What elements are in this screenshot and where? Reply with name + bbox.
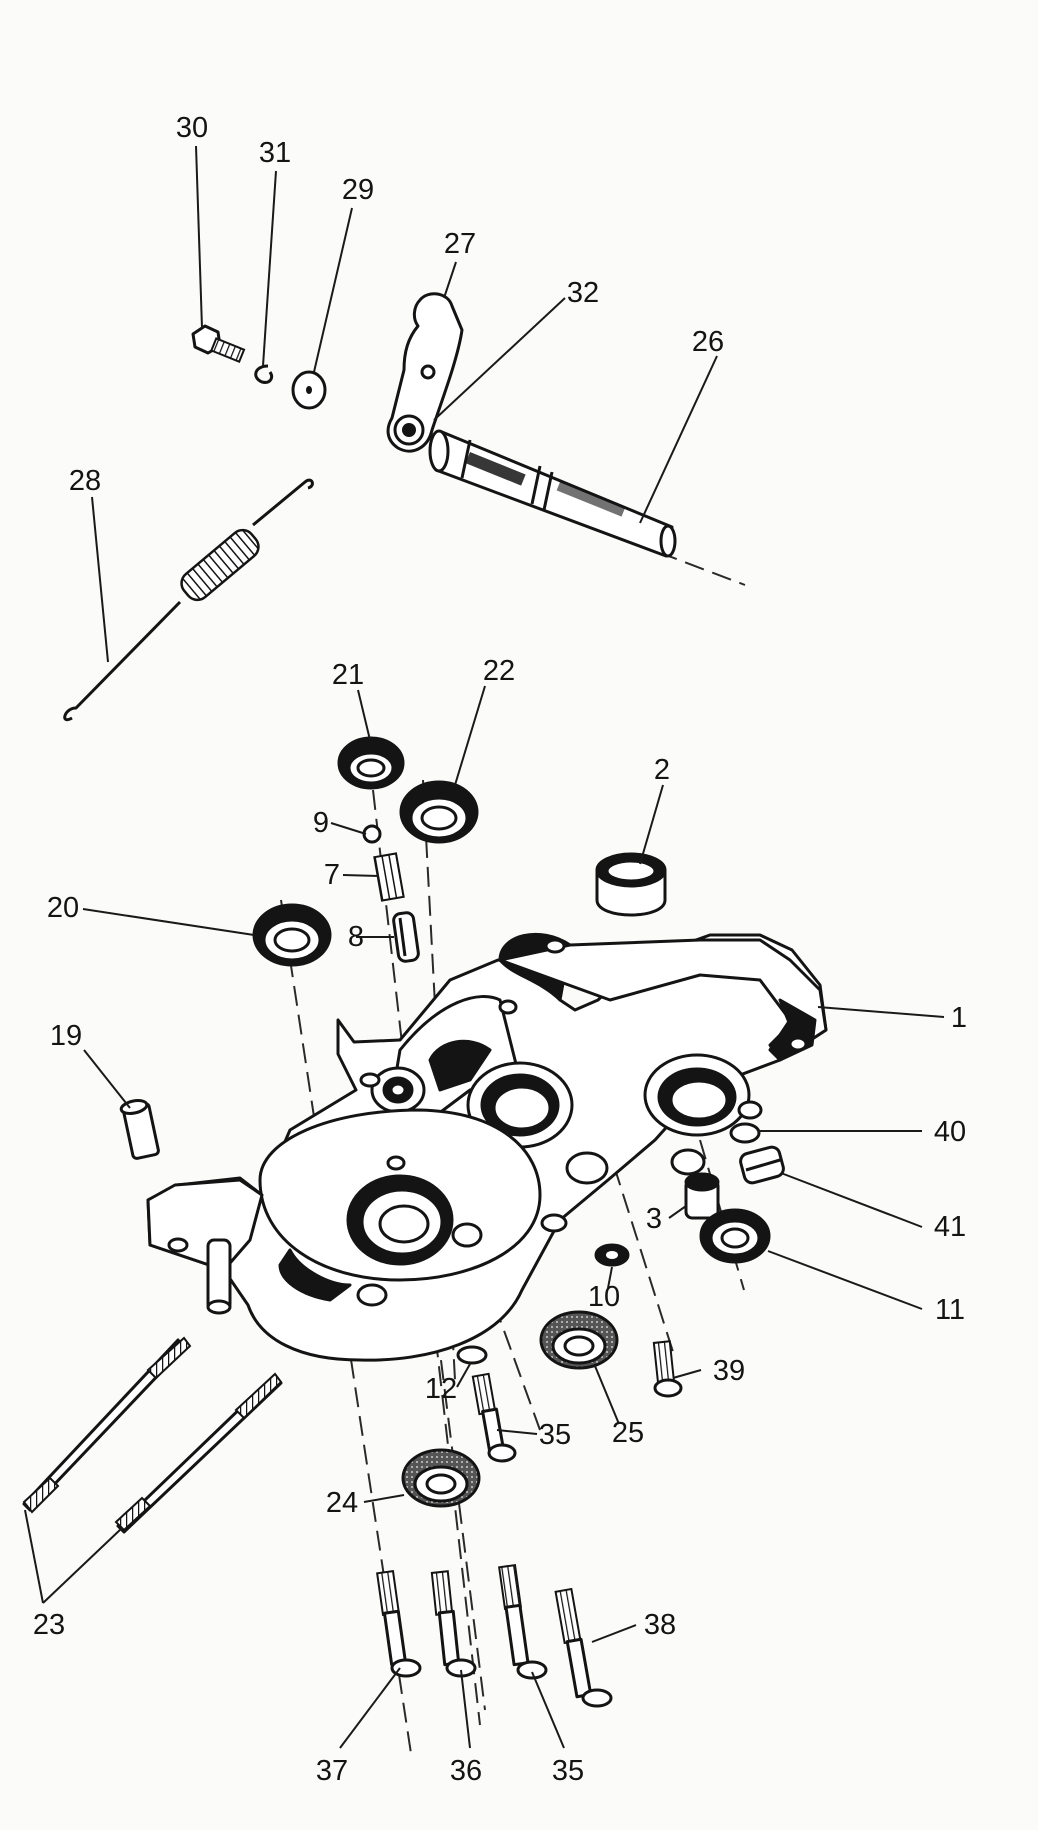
bush-part-2 [595, 852, 667, 917]
label-36: 36 [450, 1755, 482, 1787]
label-31: 31 [259, 137, 291, 169]
plunger-part-8 [392, 911, 420, 963]
label-9: 9 [313, 807, 329, 839]
bolt-part-38 [554, 1587, 613, 1708]
label-35-lower: 35 [552, 1755, 584, 1787]
label-40: 40 [934, 1116, 966, 1148]
label-12: 12 [425, 1373, 457, 1405]
bolt-part-37 [376, 1569, 422, 1678]
label-26: 26 [692, 326, 724, 358]
label-2: 2 [654, 754, 670, 786]
label-22: 22 [483, 655, 515, 687]
leader-lines [24, 145, 945, 1749]
label-32: 32 [567, 277, 599, 309]
bolt-part-35-upper [471, 1372, 517, 1463]
label-27: 27 [444, 228, 476, 260]
bolt-part-35-lower [498, 1563, 548, 1680]
label-41: 41 [934, 1211, 966, 1243]
label-10: 10 [588, 1281, 620, 1313]
label-28: 28 [69, 465, 101, 497]
seal-part-10 [594, 1243, 630, 1267]
bearing-part-20 [252, 903, 332, 967]
bearing-part-21 [337, 736, 405, 790]
bolt-part-36 [430, 1570, 477, 1678]
bearing-part-22 [399, 780, 479, 844]
pin-part-19 [119, 1099, 160, 1160]
label-1: 1 [951, 1002, 967, 1034]
seal-part-24 [401, 1448, 481, 1508]
washer-part-40 [729, 1122, 761, 1144]
label-38: 38 [644, 1609, 676, 1641]
label-35-upper: 35 [539, 1419, 571, 1451]
washer-part-12 [456, 1345, 488, 1365]
screw-part-41 [739, 1145, 785, 1185]
label-29: 29 [342, 174, 374, 206]
circlip-part-31 [254, 364, 274, 384]
label-37: 37 [316, 1755, 348, 1787]
label-25: 25 [612, 1417, 644, 1449]
label-30: 30 [176, 112, 208, 144]
label-11: 11 [935, 1294, 965, 1326]
dowel-part-3 [684, 1172, 720, 1220]
lever-part-27 [386, 292, 464, 453]
seal-part-25 [539, 1310, 619, 1370]
label-19: 19 [50, 1020, 82, 1052]
label-23: 23 [33, 1609, 65, 1641]
part-labels: 30 31 29 27 32 26 28 21 22 2 9 7 20 8 1 … [33, 112, 967, 1787]
label-8: 8 [348, 921, 364, 953]
ball-part-9 [362, 824, 382, 844]
label-3: 3 [646, 1203, 662, 1235]
washer-part-29 [291, 370, 327, 410]
bolt-part-39 [652, 1340, 683, 1398]
spring-part-7 [373, 852, 405, 902]
label-39: 39 [713, 1355, 745, 1387]
label-7: 7 [324, 859, 340, 891]
label-24: 24 [326, 1487, 358, 1519]
shaft-part-26 [428, 429, 677, 558]
crankcase-part-1 [146, 932, 828, 1362]
oil-seal-part-11 [699, 1208, 771, 1264]
spring-part-28 [63, 478, 314, 722]
bolt-part-30 [191, 324, 246, 364]
studs-part-23 [22, 1336, 283, 1534]
label-21: 21 [332, 659, 364, 691]
label-20: 20 [47, 892, 79, 924]
